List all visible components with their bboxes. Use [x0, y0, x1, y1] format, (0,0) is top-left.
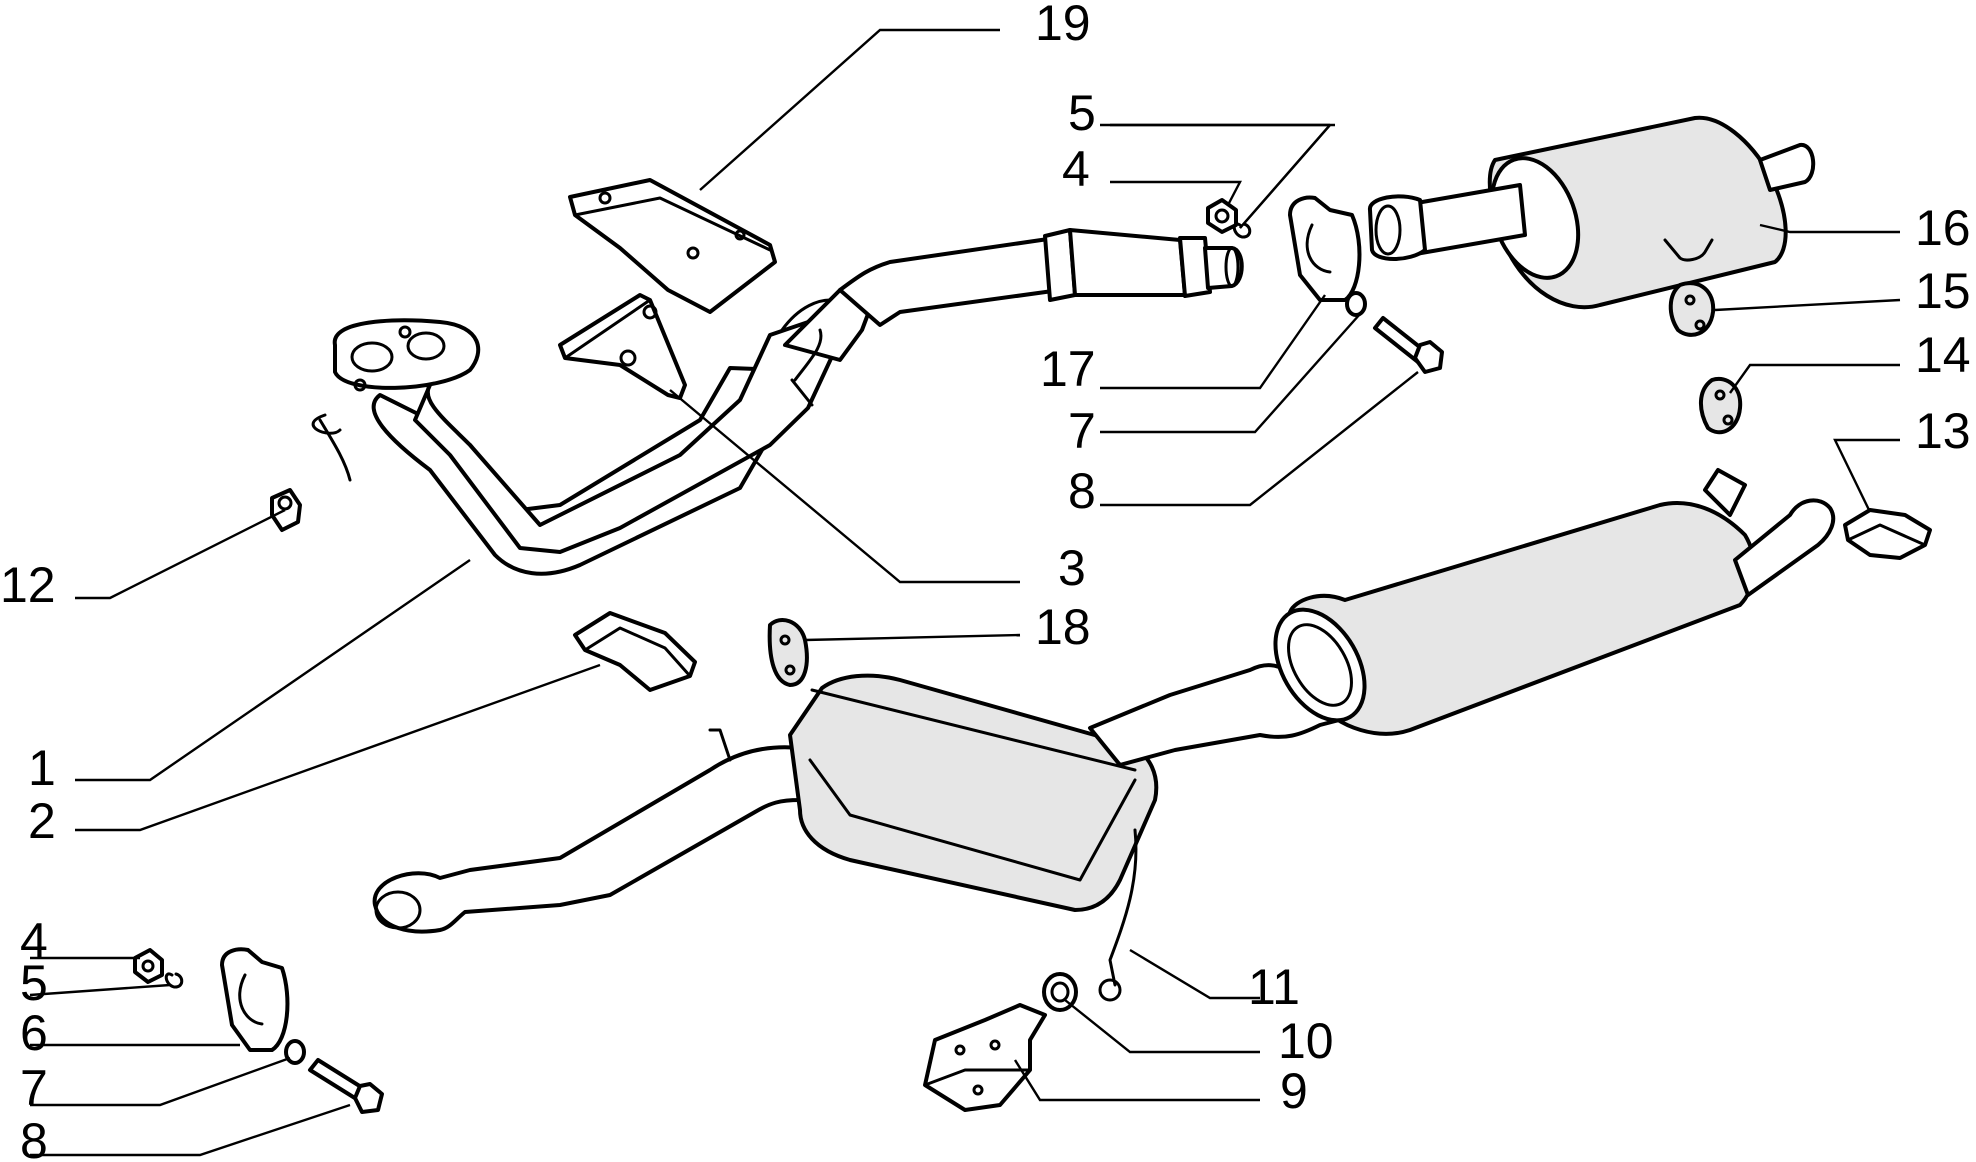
callout-15: 15 [1915, 263, 1971, 319]
callout-10: 10 [1278, 1013, 1334, 1069]
part-4-5-nut-washer-bottom [133, 948, 184, 989]
part-19-bracket [568, 178, 777, 314]
part-7-8-washer-bolt-bottom [284, 1039, 384, 1114]
rear-muffler [1273, 468, 1836, 736]
part-11-center-muffler [372, 663, 1382, 1002]
part-12-nut [270, 488, 302, 532]
callout-16: 16 [1915, 200, 1971, 256]
part-2-saddle [573, 611, 697, 692]
callout-9: 9 [1280, 1063, 1308, 1119]
callout-7-bottom: 7 [20, 1060, 48, 1116]
callout-13: 13 [1915, 403, 1971, 459]
part-4-5-nut-washer-top [1206, 198, 1252, 239]
callout-6: 6 [20, 1005, 48, 1061]
part-6-clamp-bottom [220, 947, 290, 1052]
callout-4-top: 4 [1062, 141, 1090, 197]
callout-7-top: 7 [1068, 403, 1096, 459]
part-3-bracket [558, 293, 687, 400]
leader-lines [29, 28, 1901, 1157]
callout-14: 14 [1915, 327, 1971, 383]
part-13-bracket [1843, 508, 1932, 560]
callout-2: 2 [28, 793, 56, 849]
part-15-rubber-mount [1668, 281, 1716, 337]
callout-8-bottom: 8 [20, 1113, 48, 1162]
part-9-bracket [923, 1003, 1047, 1112]
part-16-tail-muffler [1368, 115, 1816, 310]
callout-5-top: 5 [1068, 85, 1096, 141]
callout-18: 18 [1035, 599, 1091, 655]
callout-17: 17 [1040, 341, 1096, 397]
callout-3: 3 [1058, 540, 1086, 596]
part-18-rubber-mount [767, 618, 809, 687]
callout-4-bottom: 4 [20, 913, 48, 969]
callout-11: 11 [1248, 959, 1300, 1015]
part-1-downpipe [311, 228, 1244, 576]
callout-12: 12 [0, 557, 56, 613]
callout-1: 1 [28, 740, 56, 796]
part-7-8-washer-bolt-top [1345, 291, 1444, 374]
callout-8-top: 8 [1068, 463, 1096, 519]
callout-19: 19 [1035, 0, 1091, 51]
callout-5-bottom: 5 [20, 955, 48, 1011]
part-17-clamp [1288, 195, 1362, 302]
